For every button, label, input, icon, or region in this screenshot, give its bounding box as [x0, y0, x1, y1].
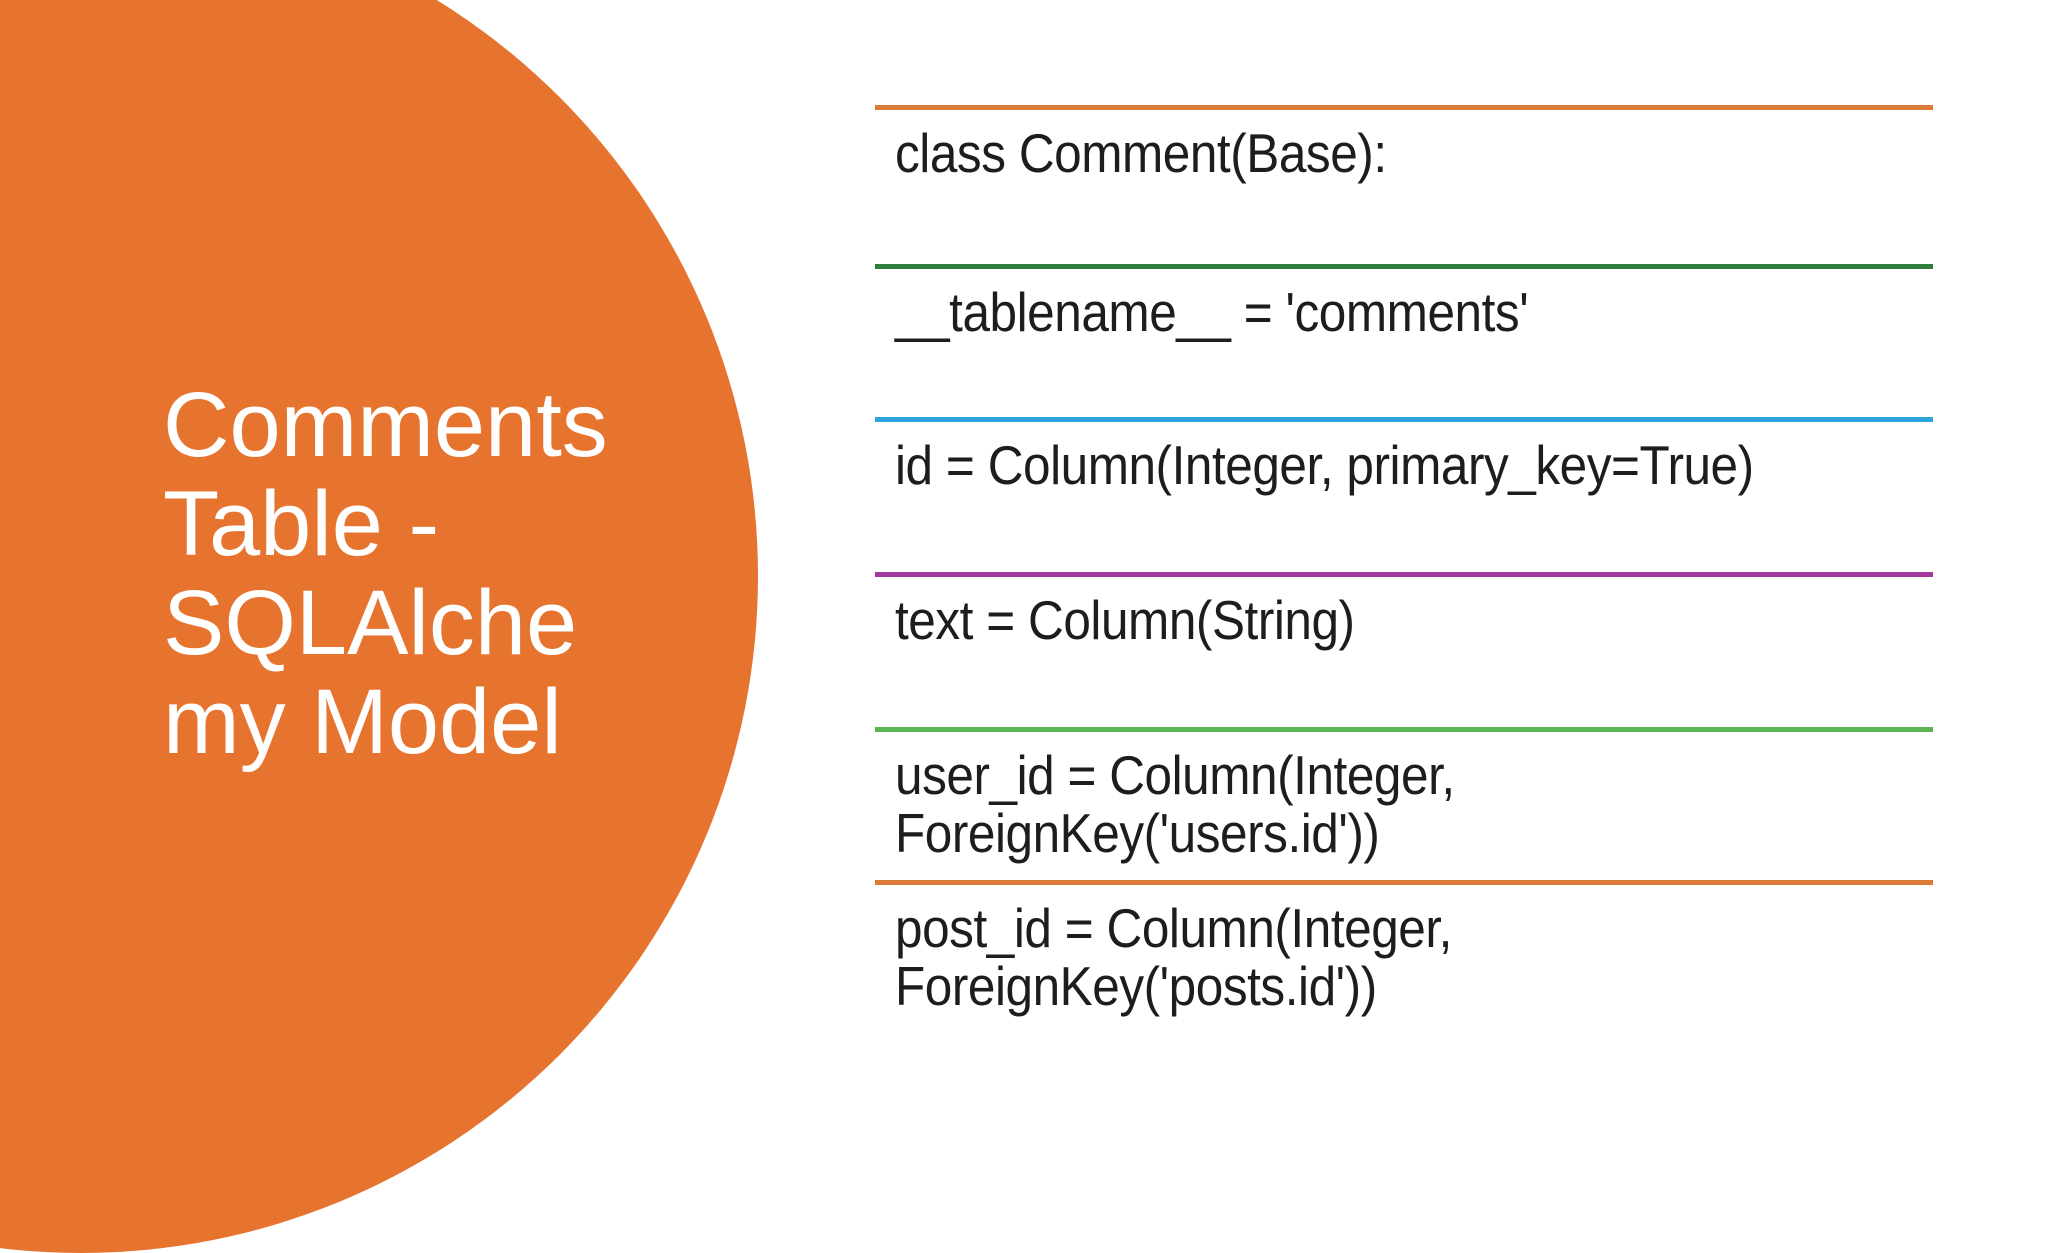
- code-line: ForeignKey('users.id')): [895, 802, 1380, 864]
- code-row-class-def: class Comment(Base):: [875, 105, 1933, 264]
- code-row-text-column: text = Column(String): [875, 572, 1933, 727]
- code-row-post-id-column: post_id = Column(Integer, ForeignKey('po…: [875, 880, 1933, 1045]
- code-block: class Comment(Base): __tablename__ = 'co…: [875, 105, 1933, 1045]
- slide-title-line: my Model: [163, 671, 562, 773]
- code-line: __tablename__ = 'comments': [895, 281, 1529, 343]
- code-row-tablename: __tablename__ = 'comments': [875, 264, 1933, 417]
- code-line: post_id = Column(Integer,: [895, 897, 1452, 959]
- code-row-id-column: id = Column(Integer, primary_key=True): [875, 417, 1933, 572]
- code-line: text = Column(String): [895, 589, 1355, 651]
- code-row-user-id-column: user_id = Column(Integer, ForeignKey('us…: [875, 727, 1933, 880]
- slide-title-line: Comments: [163, 374, 608, 476]
- code-line: class Comment(Base):: [895, 122, 1387, 184]
- slide-title: Comments Table - SQLAlche my Model: [163, 376, 608, 772]
- slide-title-line: Table -: [163, 473, 440, 575]
- code-line: ForeignKey('posts.id')): [895, 955, 1377, 1017]
- code-line: user_id = Column(Integer,: [895, 744, 1455, 806]
- slide-title-line: SQLAlche: [163, 572, 578, 674]
- code-line: id = Column(Integer, primary_key=True): [895, 434, 1754, 496]
